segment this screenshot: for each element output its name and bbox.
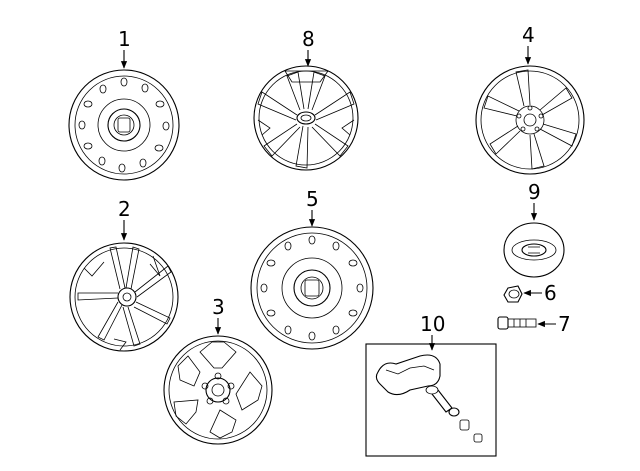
steel-wheel-5[interactable]: [250, 226, 374, 350]
tpms-sensor-kit-10[interactable]: [365, 343, 497, 457]
alloy-wheel-3[interactable]: [163, 335, 273, 445]
callout-8: 8: [302, 27, 315, 51]
callout-2: 2: [118, 197, 131, 221]
callout-6: 6: [544, 281, 557, 305]
alloy-wheel-8[interactable]: [253, 65, 359, 171]
callout-1: 1: [118, 27, 131, 51]
callout-9: 9: [528, 180, 541, 204]
alloy-wheel-4[interactable]: [475, 65, 585, 175]
lug-nut-6[interactable]: [503, 285, 523, 303]
callout-5: 5: [306, 187, 319, 211]
callout-7: 7: [558, 312, 571, 336]
steel-wheel-1[interactable]: [68, 69, 180, 181]
center-cap-9[interactable]: [503, 222, 565, 278]
callout-3: 3: [212, 295, 225, 319]
wheel-bolt-7[interactable]: [497, 316, 537, 330]
callout-10: 10: [420, 312, 445, 336]
alloy-wheel-2[interactable]: [69, 242, 179, 352]
callout-4: 4: [522, 23, 535, 47]
